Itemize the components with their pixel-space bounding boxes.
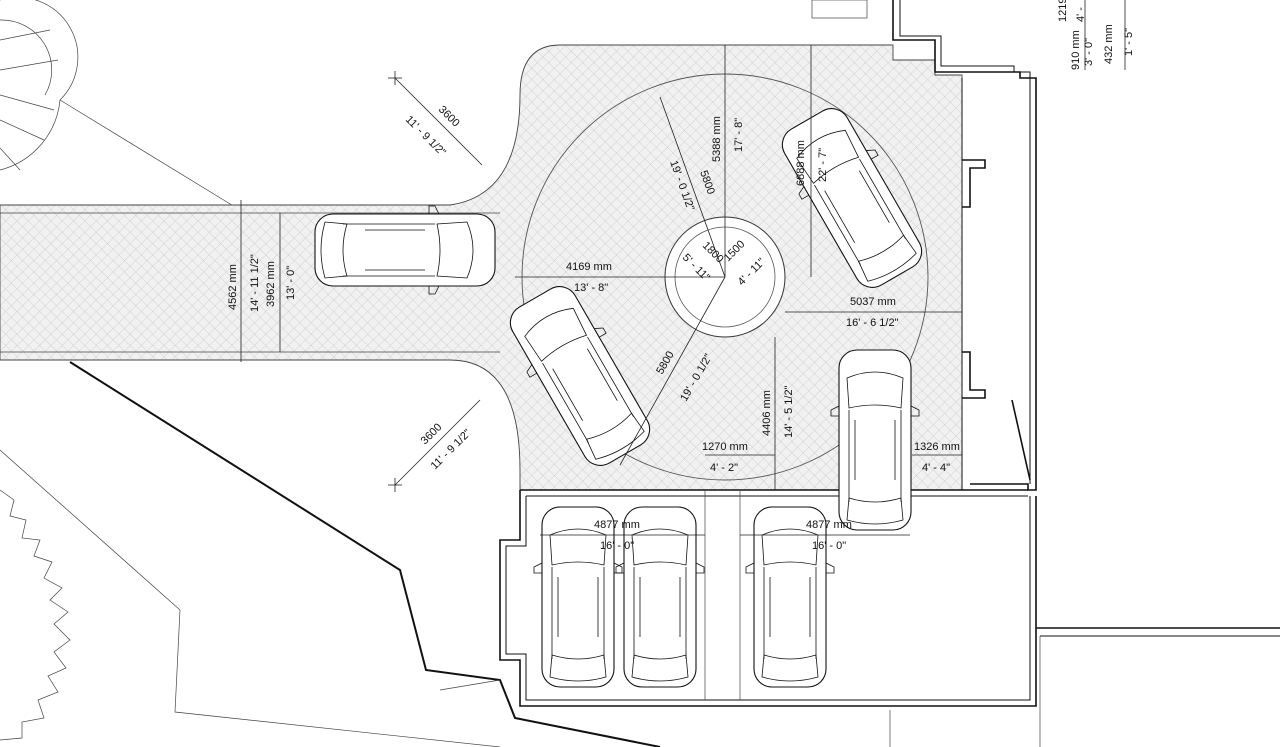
dim-3962-mm: 3962 mm <box>265 261 277 307</box>
dim-4169-mm: 4169 mm <box>566 261 612 273</box>
dim-1270-ft: 4' - 2" <box>710 462 738 474</box>
dim-4877b-mm: 4877 mm <box>806 519 852 531</box>
dim-4562-mm: 4562 mm <box>227 264 239 310</box>
dim-432-mm: 432 mm <box>1103 24 1115 64</box>
dim-1219-mm: 1219 <box>1057 0 1069 22</box>
dim-1270-mm: 1270 mm <box>702 441 748 453</box>
building-walls <box>499 0 1280 747</box>
tree-symbol <box>0 489 71 741</box>
dim-3600-bot-mm: 3600 <box>419 421 445 447</box>
dim-6888-mm: 6888 mm <box>795 140 807 186</box>
dim-1326-mm: 1326 mm <box>914 441 960 453</box>
dim-3962-ft: 13' - 0" <box>285 266 297 300</box>
dim-3600-top-ft: 11' - 9 1/2" <box>403 114 448 159</box>
car-driveway-left <box>314 205 496 295</box>
dim-4877a-ft: 16' - 0" <box>600 540 634 552</box>
dim-432-ft: 1' - 5" <box>1123 28 1135 56</box>
dim-5037-ft: 16' - 6 1/2" <box>846 317 899 329</box>
dim-4877b-ft: 16' - 0" <box>812 540 846 552</box>
dim-6888-ft: 22' - 7" <box>817 148 829 182</box>
upper-left-arc-structure <box>0 0 241 211</box>
dim-910-mm: 910 mm <box>1070 30 1082 70</box>
dim-3600-top-mm: 3600 <box>436 104 462 130</box>
car-right-vertical <box>830 349 920 531</box>
dimension-lines <box>240 0 1126 536</box>
dim-4169-ft: 13' - 8" <box>574 282 608 294</box>
dim-5388-mm: 5388 mm <box>711 116 723 162</box>
property-boundary <box>69 361 661 747</box>
dim-1326-ft: 4' - 4" <box>922 462 950 474</box>
dim-1219-ft: 4' - <box>1075 7 1087 22</box>
dim-5388-ft: 17' - 8" <box>733 118 745 152</box>
dim-4406-mm: 4406 mm <box>761 390 773 436</box>
dim-4562-ft: 14' - 11 1/2" <box>249 254 261 312</box>
car-garage-3 <box>745 506 835 688</box>
dim-4877a-mm: 4877 mm <box>594 519 640 531</box>
dim-910-ft: 3' - 0" <box>1083 38 1095 66</box>
dim-4406-ft: 14' - 5 1/2" <box>783 385 795 438</box>
car-garage-2 <box>615 506 705 688</box>
car-garage-1 <box>533 506 623 688</box>
dim-5037-mm: 5037 mm <box>850 296 896 308</box>
